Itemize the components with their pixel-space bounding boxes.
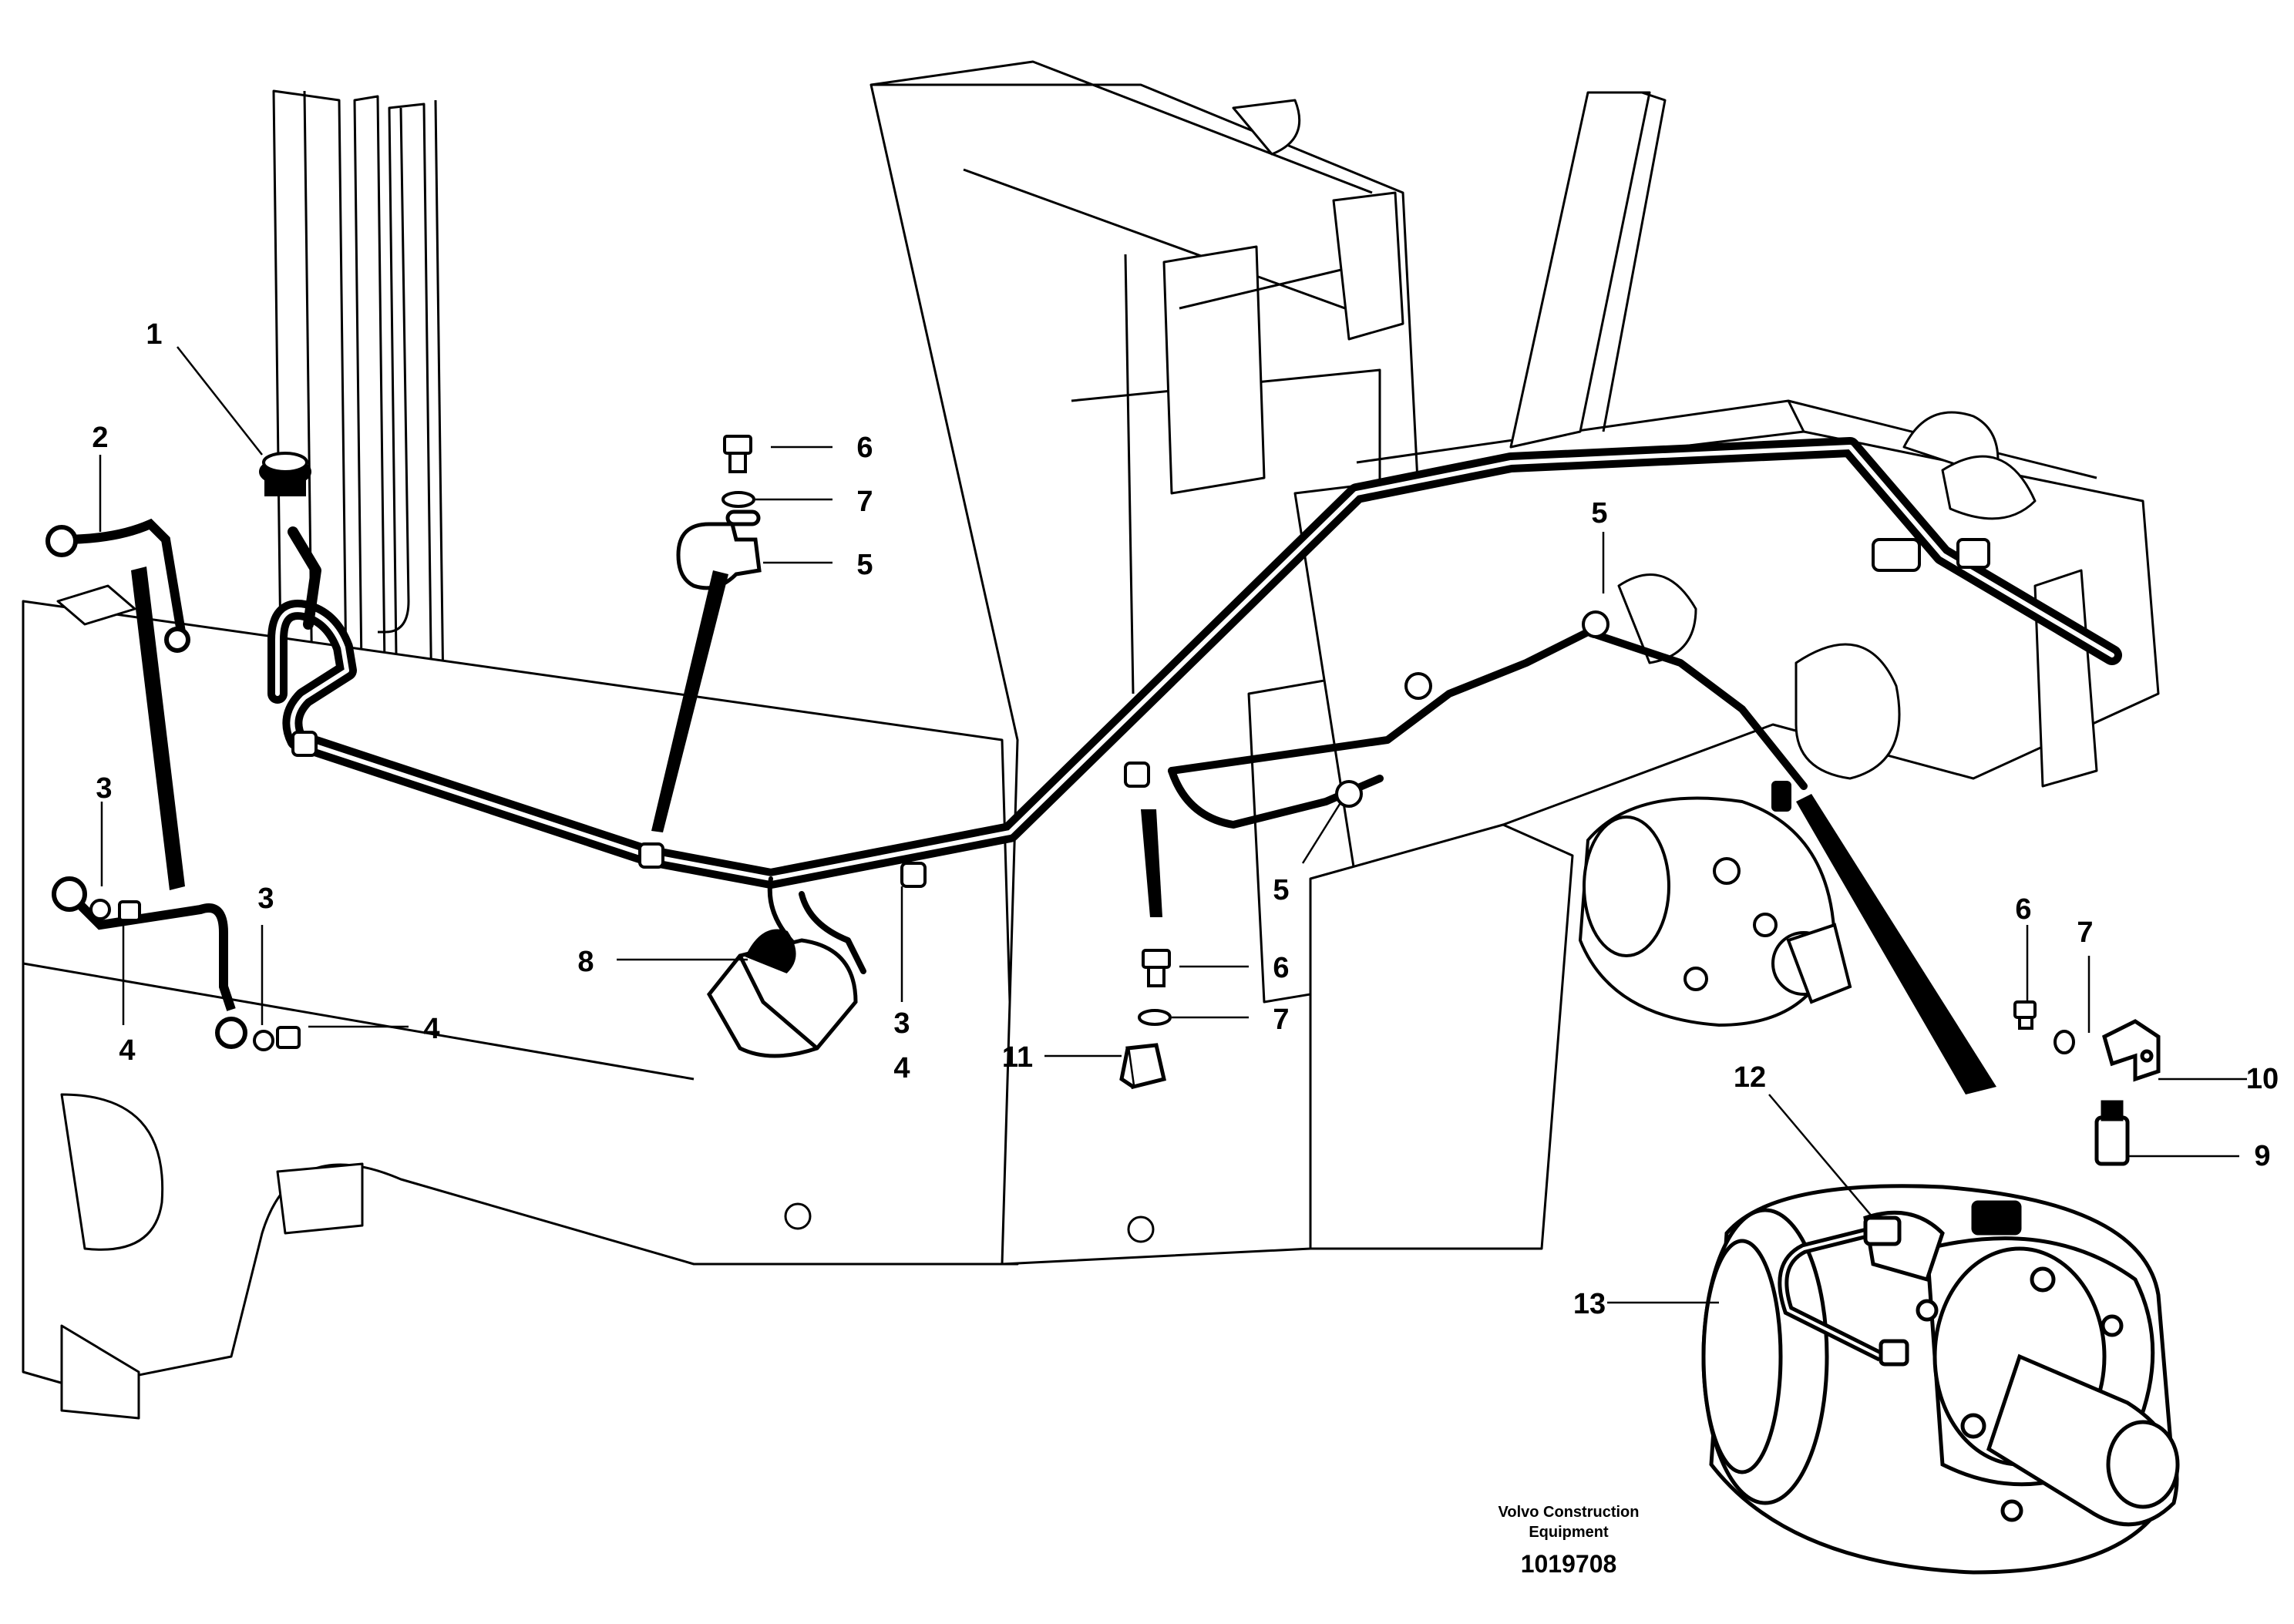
callout-10: 10 — [2246, 1063, 2279, 1095]
callout-7-top: 7 — [856, 486, 873, 518]
part-ground-strap-lower — [52, 876, 301, 1051]
brand-line-2: Equipment — [1529, 1524, 1609, 1541]
callout-3-center: 3 — [893, 1007, 910, 1040]
part-7-washers — [722, 491, 2075, 1054]
drawing-footer: Volvo Construction Equipment 1019708 — [1498, 1504, 1640, 1578]
callout-7-right: 7 — [2077, 916, 2093, 949]
callout-4-left: 4 — [119, 1034, 135, 1067]
part-2-ground-strap — [45, 518, 190, 653]
chassis-frame — [22, 60, 2160, 1420]
part-6-bolts — [723, 435, 2037, 1030]
leader-lines — [99, 346, 2247, 1304]
part-13-motor-detail — [1701, 1184, 2180, 1575]
motor-assembly-installed — [1578, 781, 1852, 1027]
brand-line-1: Volvo Construction — [1498, 1504, 1640, 1521]
callout-4-center: 4 — [893, 1052, 910, 1084]
callout-5-center: 5 — [1273, 874, 1289, 906]
callout-6-right: 6 — [2015, 893, 2031, 926]
document-number: 1019708 — [1521, 1550, 1617, 1578]
callout-3-left: 3 — [96, 772, 112, 805]
callout-3-mid: 3 — [257, 883, 274, 915]
callout-6-top: 6 — [856, 432, 873, 464]
callout-7-mid: 7 — [1273, 1004, 1289, 1036]
part-9-sensor — [2094, 1100, 2130, 1166]
callout-2: 2 — [92, 422, 108, 454]
callout-11: 11 — [1002, 1041, 1033, 1074]
callout-13: 13 — [1573, 1288, 1606, 1320]
callout-5-right: 5 — [1591, 497, 1607, 530]
part-8-horn — [706, 929, 858, 1058]
callout-9: 9 — [2254, 1140, 2270, 1172]
part-12-sensor-harness — [1778, 1215, 1909, 1367]
part-11-clip-nut — [1119, 1043, 1166, 1090]
part-10-bracket — [2102, 1019, 2161, 1082]
callout-6-mid: 6 — [1273, 952, 1289, 984]
part-5-clip — [676, 509, 762, 590]
wiring-harness — [267, 437, 2122, 974]
callout-labels: 1 2 3 4 3 4 6 7 5 8 3 4 6 7 11 5 5 6 7 1… — [92, 318, 2279, 1320]
callout-12: 12 — [1734, 1061, 1766, 1094]
callout-5-top: 5 — [856, 549, 873, 581]
detail-pointers — [131, 567, 1996, 1094]
callout-4-mid: 4 — [423, 1013, 439, 1045]
callout-8: 8 — [577, 946, 594, 978]
callout-1: 1 — [146, 318, 162, 351]
harness-clamps — [291, 538, 1990, 888]
part-1-grommet — [259, 452, 311, 496]
